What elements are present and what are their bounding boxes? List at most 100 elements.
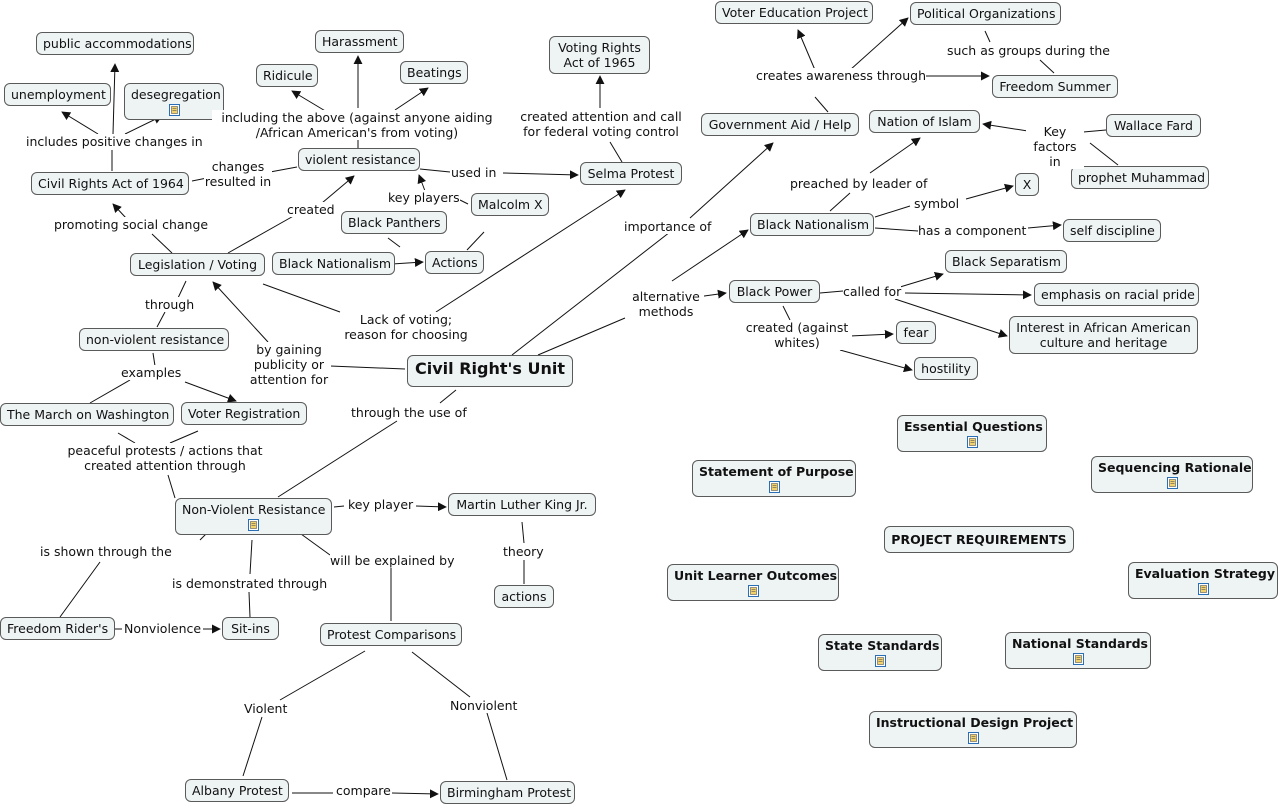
node-voter-registration[interactable]: Voter Registration xyxy=(181,402,307,425)
link-label-including-above: including the above (against anyone aidi… xyxy=(212,110,502,140)
link-label-has-component: has a component xyxy=(918,223,1027,238)
node-non-violent-resistance-label: Non-Violent Resistance xyxy=(182,502,326,517)
node-nation-of-islam[interactable]: Nation of Islam xyxy=(869,110,980,133)
node-non-violent-resistance-small[interactable]: non-violent resistance xyxy=(79,328,229,351)
node-black-power[interactable]: Black Power xyxy=(729,280,820,303)
link-label-is-demonstrated: is demonstrated through xyxy=(172,576,328,591)
node-desegregation-label: desegregation xyxy=(131,87,221,102)
central-topic-node[interactable]: Civil Right's Unit xyxy=(407,355,573,387)
node-african-american-culture[interactable]: Interest in African American culture and… xyxy=(1009,316,1198,354)
node-hostility[interactable]: hostility xyxy=(914,357,978,380)
link-label-created-attention: created attention and call for federal v… xyxy=(516,109,686,139)
node-essential-questions[interactable]: Essential Questions xyxy=(897,415,1047,452)
link-label-key-player: key player xyxy=(348,497,414,512)
node-x[interactable]: X xyxy=(1015,173,1039,196)
node-project-requirements[interactable]: PROJECT REQUIREMENTS xyxy=(884,526,1074,553)
link-label-used-in: used in xyxy=(451,165,497,180)
document-icon[interactable] xyxy=(248,519,259,531)
node-voting-rights-act[interactable]: Voting Rights Act of 1965 xyxy=(549,36,650,74)
link-label-nonviolence: Nonviolence xyxy=(124,621,202,636)
node-march-on-washington[interactable]: The March on Washington xyxy=(0,403,174,426)
link-label-compare: compare xyxy=(336,783,391,798)
node-birmingham-protest[interactable]: Birmingham Protest xyxy=(440,781,575,804)
node-beatings[interactable]: Beatings xyxy=(400,61,468,84)
node-state-standards[interactable]: State Standards xyxy=(818,634,942,671)
document-icon[interactable] xyxy=(874,655,886,667)
link-label-key-players: key players xyxy=(388,190,460,205)
node-legislation-voting[interactable]: Legislation / Voting xyxy=(130,253,265,276)
node-statement-of-purpose[interactable]: Statement of Purpose xyxy=(692,460,856,497)
document-icon[interactable] xyxy=(1166,477,1178,489)
link-label-key-factors: Key factors in xyxy=(1026,124,1084,169)
node-protest-comparisons[interactable]: Protest Comparisons xyxy=(320,623,462,646)
document-icon[interactable] xyxy=(768,481,780,493)
node-freedom-summer[interactable]: Freedom Summer xyxy=(992,75,1118,98)
node-evaluation-strategy[interactable]: Evaluation Strategy xyxy=(1128,562,1278,599)
document-icon[interactable] xyxy=(168,104,180,116)
link-label-creates-awareness: creates awareness through xyxy=(756,68,926,83)
document-icon[interactable] xyxy=(966,436,978,448)
node-statement-of-purpose-label: Statement of Purpose xyxy=(699,464,854,479)
node-actions-top[interactable]: Actions xyxy=(425,251,484,274)
node-black-panthers[interactable]: Black Panthers xyxy=(341,211,447,234)
node-ridicule[interactable]: Ridicule xyxy=(256,64,318,87)
node-evaluation-strategy-label: Evaluation Strategy xyxy=(1135,566,1275,581)
node-black-separatism[interactable]: Black Separatism xyxy=(945,250,1067,273)
node-voter-education-project[interactable]: Voter Education Project xyxy=(715,1,873,24)
link-label-such-as-groups: such as groups during the xyxy=(947,43,1110,58)
link-label-examples: examples xyxy=(121,365,182,380)
node-black-nationalism-left[interactable]: Black Nationalism xyxy=(272,252,395,275)
node-prophet-muhammad[interactable]: prophet Muhammad xyxy=(1071,166,1209,189)
node-civil-rights-act[interactable]: Civil Rights Act of 1964 xyxy=(31,172,189,195)
link-label-alternative-methods: alternative methods xyxy=(628,289,704,319)
link-label-violent: Violent xyxy=(244,701,288,716)
link-label-through: through xyxy=(145,297,195,312)
node-instructional-design-project[interactable]: Instructional Design Project xyxy=(869,711,1077,748)
node-essential-questions-label: Essential Questions xyxy=(904,419,1043,434)
node-albany-protest[interactable]: Albany Protest xyxy=(185,779,289,802)
link-label-includes-positive: includes positive changes in xyxy=(26,134,203,149)
node-sequencing-rationale-label: Sequencing Rationale xyxy=(1098,460,1252,475)
node-state-standards-label: State Standards xyxy=(825,638,940,653)
node-unit-learner-outcomes-label: Unit Learner Outcomes xyxy=(674,568,838,583)
link-label-called-for: called for xyxy=(843,284,902,299)
node-unit-learner-outcomes[interactable]: Unit Learner Outcomes xyxy=(667,564,839,601)
link-label-preached-by: preached by leader of xyxy=(790,176,928,191)
link-label-will-be-explained: will be explained by xyxy=(330,553,455,568)
link-label-changes-resulted: changes resulted in xyxy=(204,159,272,189)
link-label-importance-of: importance of xyxy=(624,219,712,234)
link-label-through-the-use: through the use of xyxy=(351,405,467,420)
node-malcolm-x[interactable]: Malcolm X xyxy=(471,193,549,216)
node-harassment[interactable]: Harassment xyxy=(315,30,404,53)
node-national-standards-label: National Standards xyxy=(1012,636,1148,651)
document-icon[interactable] xyxy=(1197,583,1209,595)
node-sequencing-rationale[interactable]: Sequencing Rationale xyxy=(1091,456,1253,493)
link-label-is-shown: is shown through the xyxy=(40,544,172,559)
node-public-accommodations[interactable]: public accommodations xyxy=(36,32,194,55)
link-label-created: created xyxy=(287,202,335,217)
document-icon[interactable] xyxy=(967,732,979,744)
node-selma-protest[interactable]: Selma Protest xyxy=(580,162,682,185)
node-government-aid[interactable]: Government Aid / Help xyxy=(701,113,859,136)
node-national-standards[interactable]: National Standards xyxy=(1005,632,1151,669)
node-freedom-riders[interactable]: Freedom Rider's xyxy=(0,617,115,640)
node-instructional-design-project-label: Instructional Design Project xyxy=(876,715,1074,730)
node-racial-pride[interactable]: emphasis on racial pride xyxy=(1034,283,1199,306)
node-violent-resistance[interactable]: violent resistance xyxy=(298,148,420,171)
node-black-nationalism-right[interactable]: Black Nationalism xyxy=(750,213,874,236)
node-non-violent-resistance[interactable]: Non-Violent Resistance xyxy=(175,498,332,535)
document-icon[interactable] xyxy=(747,585,759,597)
node-fear[interactable]: fear xyxy=(896,321,936,344)
node-wallace-fard[interactable]: Wallace Fard xyxy=(1106,114,1201,137)
node-unemployment[interactable]: unemployment xyxy=(4,83,111,106)
link-label-by-gaining: by gaining publicity or attention for xyxy=(247,342,331,387)
document-icon[interactable] xyxy=(1072,653,1084,665)
node-sit-ins[interactable]: Sit-ins xyxy=(222,617,279,640)
node-actions-bottom[interactable]: actions xyxy=(494,585,554,608)
node-political-organizations[interactable]: Political Organizations xyxy=(910,2,1061,25)
link-label-symbol: symbol xyxy=(914,196,960,211)
node-self-discipline[interactable]: self discipline xyxy=(1063,219,1161,242)
node-mlk[interactable]: Martin Luther King Jr. xyxy=(448,493,596,516)
link-label-peaceful-protests: peaceful protests / actions that created… xyxy=(60,443,270,473)
node-desegregation[interactable]: desegregation xyxy=(124,83,224,120)
